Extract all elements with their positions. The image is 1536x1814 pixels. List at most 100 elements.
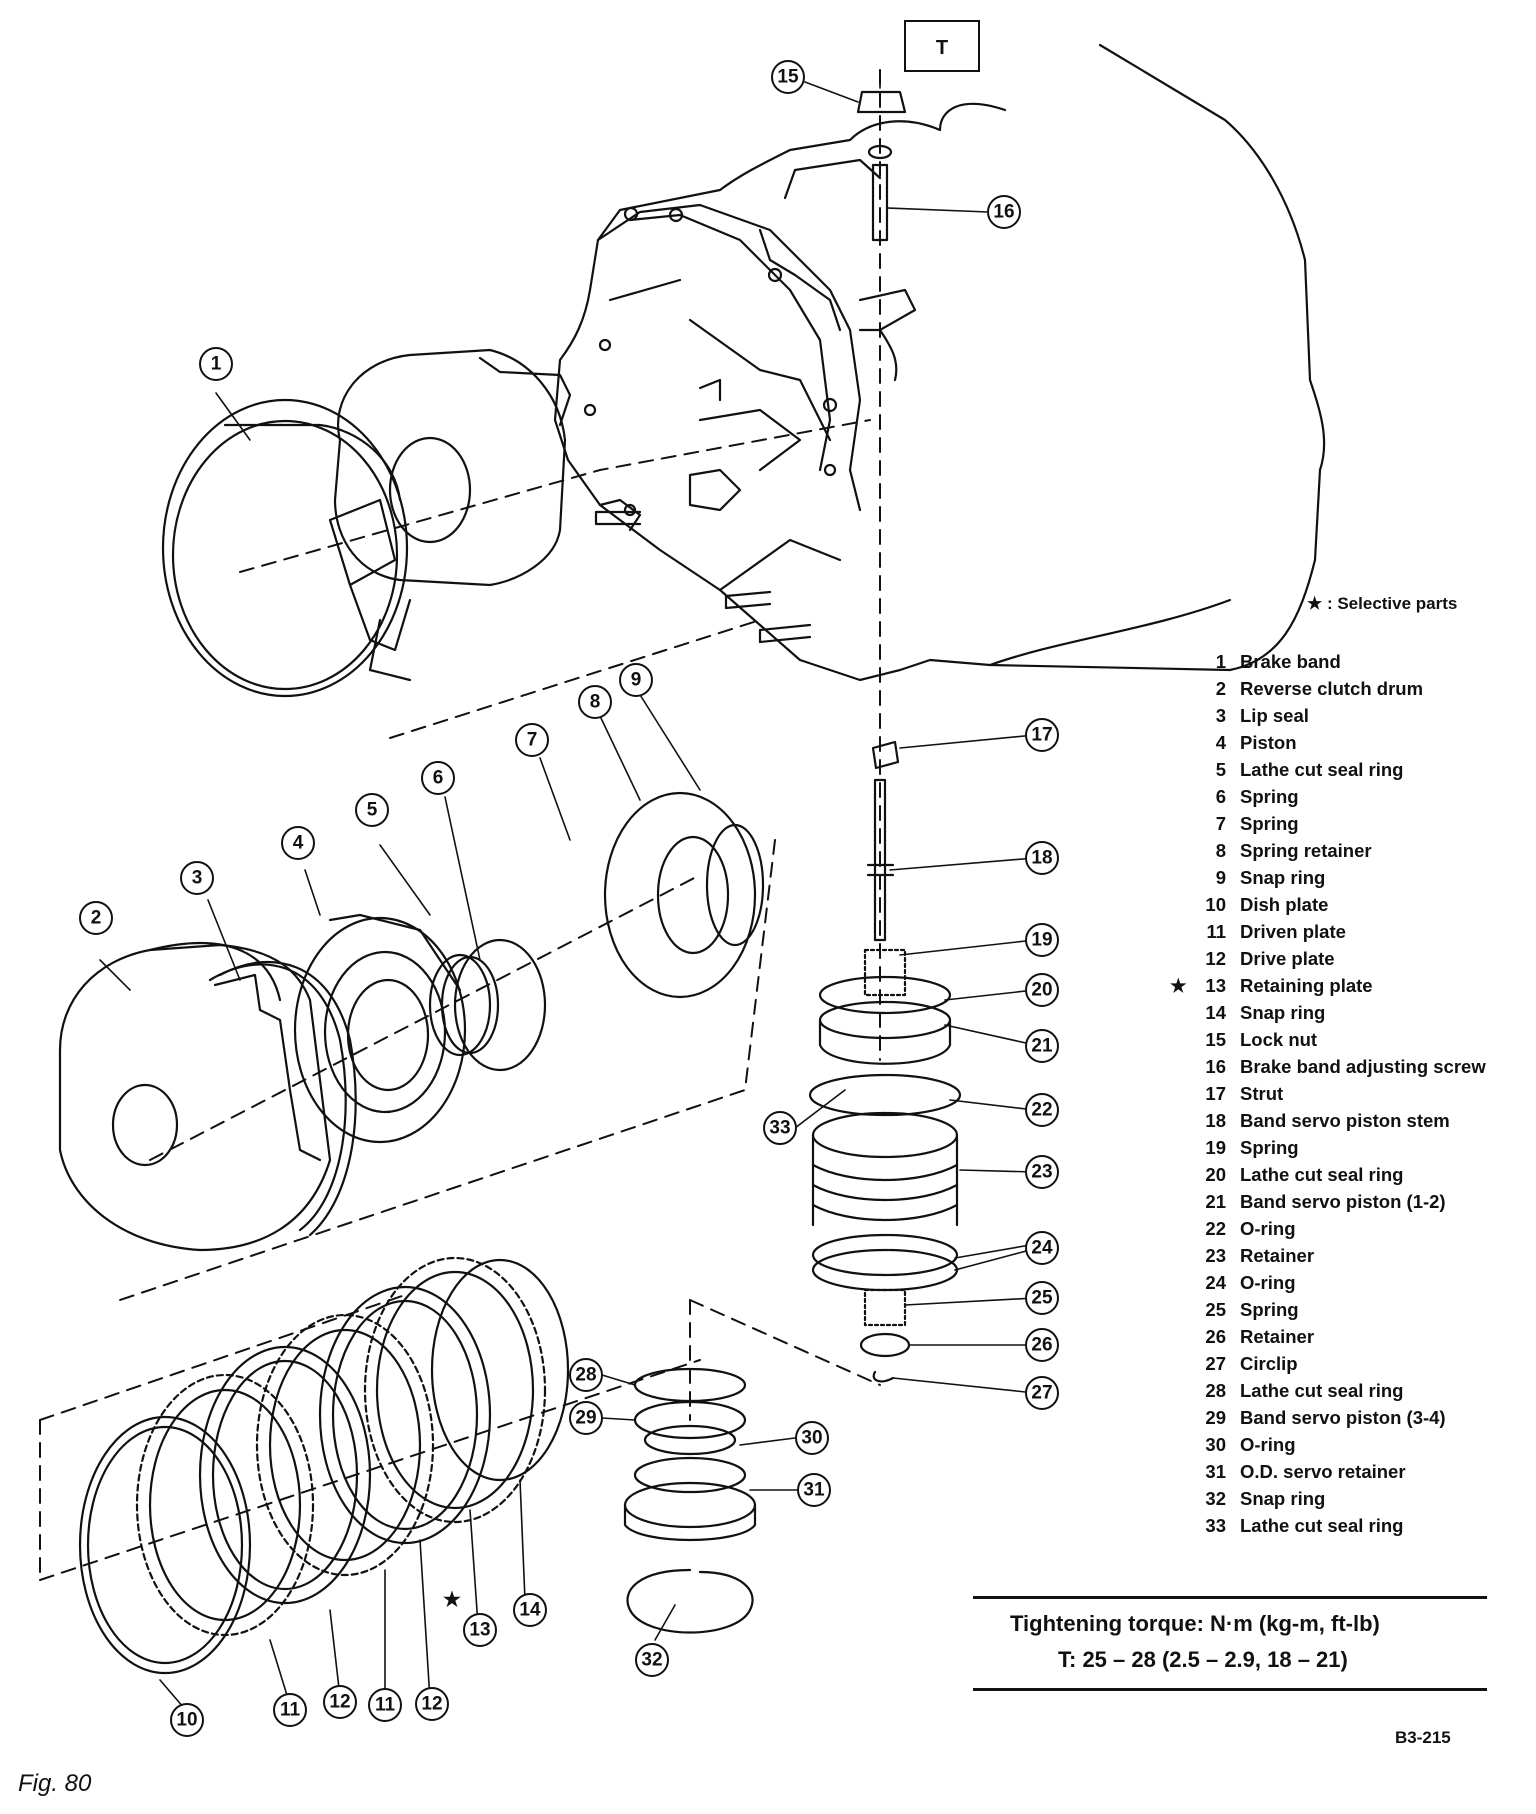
legend-part-name: Reverse clutch drum [1240,678,1424,699]
legend-number: 20 [1205,1164,1226,1185]
brake-band [161,398,412,698]
legend-number: 19 [1205,1137,1226,1158]
legend-part-name: Band servo piston (1-2) [1240,1191,1446,1212]
legend-star: ★ [1170,975,1187,996]
legend-number: 6 [1215,786,1226,807]
legend-item: 16 Brake band adjusting screw [1170,1053,1486,1080]
callout-8: 8 [590,692,601,713]
torque-value: T: 25 – 28 (2.5 – 2.9, 18 – 21) [1058,1647,1348,1672]
callout-18: 18 [1031,848,1052,869]
document-code: B3-215 [1395,1728,1451,1747]
legend-number: 33 [1205,1515,1226,1536]
callout-29: 29 [575,1408,596,1429]
reverse-clutch-drum [58,941,332,1252]
legend-item: 23 Retainer [1170,1242,1486,1269]
legend-item: 17 Strut [1170,1080,1486,1107]
callout-10: 10 [176,1710,197,1731]
legend-part-name: Driven plate [1240,921,1346,942]
legend-part-name: Lock nut [1240,1029,1318,1050]
callout-28: 28 [575,1365,596,1386]
legend-number: 21 [1205,1191,1226,1212]
callout-16: 16 [993,202,1014,223]
legend-part-name: Strut [1240,1083,1284,1104]
callout-12b: 12 [421,1694,442,1715]
legend-part-name: Spring [1240,1299,1299,1320]
legend-part-name: Brake band [1240,651,1341,672]
legend-item: 33 Lathe cut seal ring [1170,1512,1486,1539]
legend-part-name: Band servo piston (3-4) [1240,1407,1446,1428]
legend-number: 32 [1205,1488,1226,1509]
callout-25: 25 [1031,1288,1053,1309]
legend-item: 20 Lathe cut seal ring [1170,1161,1486,1188]
legend-number: 17 [1205,1083,1226,1104]
callout-13: 13 [469,1620,490,1641]
band-servo-column [808,740,962,1383]
callout-14: 14 [519,1600,541,1621]
legend-number: 23 [1205,1245,1226,1266]
legend-part-name: Spring [1240,813,1299,834]
legend-number: 14 [1205,1002,1226,1023]
legend-number: 13 [1205,975,1226,996]
legend-number: 4 [1215,732,1226,753]
legend-item: 21 Band servo piston (1-2) [1170,1188,1486,1215]
reverse-clutch-drum-upper [333,348,572,587]
callout-23: 23 [1031,1162,1052,1183]
legend-part-name: Snap ring [1240,1488,1326,1509]
callout-12a: 12 [329,1692,350,1713]
legend-part-name: Lathe cut seal ring [1240,1164,1404,1185]
legend-part-name: Lathe cut seal ring [1240,759,1404,780]
legend-part-name: Spring [1240,786,1299,807]
callout-20: 20 [1031,980,1052,1001]
legend-part-name: Retainer [1240,1245,1315,1266]
callout-circles [79,60,1059,1737]
clutch-plate-stack [78,1256,570,1675]
legend-part-name: O-ring [1240,1218,1296,1239]
torque-reference-box: T [904,20,980,72]
legend-item: 32 Snap ring [1170,1485,1486,1512]
legend-part-name: O-ring [1240,1272,1296,1293]
callout-32: 32 [641,1650,662,1671]
legend-number: 24 [1205,1272,1226,1293]
legend-part-name: Spring [1240,1137,1299,1158]
selective-parts-note: ★ : Selective parts [1307,594,1458,613]
callout-31: 31 [803,1480,825,1501]
callout-22: 22 [1031,1100,1052,1121]
callout-30: 30 [801,1428,822,1449]
callout-33: 33 [769,1118,790,1139]
legend-part-name: Dish plate [1240,894,1329,915]
callout-3: 3 [192,868,203,889]
legend-number: 27 [1205,1353,1226,1374]
callout-24: 24 [1031,1238,1053,1259]
legend-number: 31 [1205,1461,1226,1482]
legend-number: 18 [1205,1110,1226,1131]
legend-number: 29 [1205,1407,1226,1428]
legend-part-name: Lathe cut seal ring [1240,1515,1404,1536]
legend-number: 12 [1205,948,1226,969]
piston [293,913,467,1144]
legend-part-name: Brake band adjusting screw [1240,1056,1486,1077]
legend-number: 1 [1215,651,1226,672]
legend-item: 25 Spring [1170,1296,1486,1323]
legend-number: 16 [1205,1056,1226,1077]
torque-bottom-rule [973,1688,1487,1691]
callout-6: 6 [433,768,444,789]
legend-part-name: Lathe cut seal ring [1240,1380,1404,1401]
legend-number: 3 [1215,705,1226,726]
spring-retainer-and-snap-ring [603,791,765,999]
figure-label: Fig. 80 [18,1770,92,1797]
legend-number: 25 [1205,1299,1226,1320]
